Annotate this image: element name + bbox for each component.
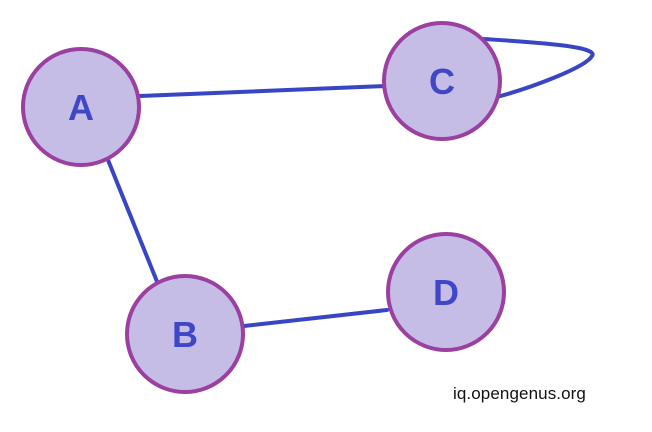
node-label: A xyxy=(68,87,94,128)
nodes-layer: A B C D xyxy=(21,21,506,394)
node-d: D xyxy=(386,232,506,352)
node-label: D xyxy=(433,272,459,313)
node-a: A xyxy=(21,47,141,167)
node-c: C xyxy=(382,21,502,141)
node-circle xyxy=(21,47,141,167)
node-circle xyxy=(382,21,502,141)
node-label: C xyxy=(429,61,455,102)
edge-a-c xyxy=(138,84,388,98)
node-b: B xyxy=(125,274,245,394)
node-label: B xyxy=(172,314,198,355)
edge-a-b xyxy=(106,158,160,286)
watermark-text: iq.opengenus.org xyxy=(453,384,586,403)
node-circle xyxy=(125,274,245,394)
edge-b-d xyxy=(242,308,389,328)
self-loop-edge-c xyxy=(482,37,595,99)
node-circle xyxy=(386,232,506,352)
edges-layer xyxy=(106,37,595,328)
